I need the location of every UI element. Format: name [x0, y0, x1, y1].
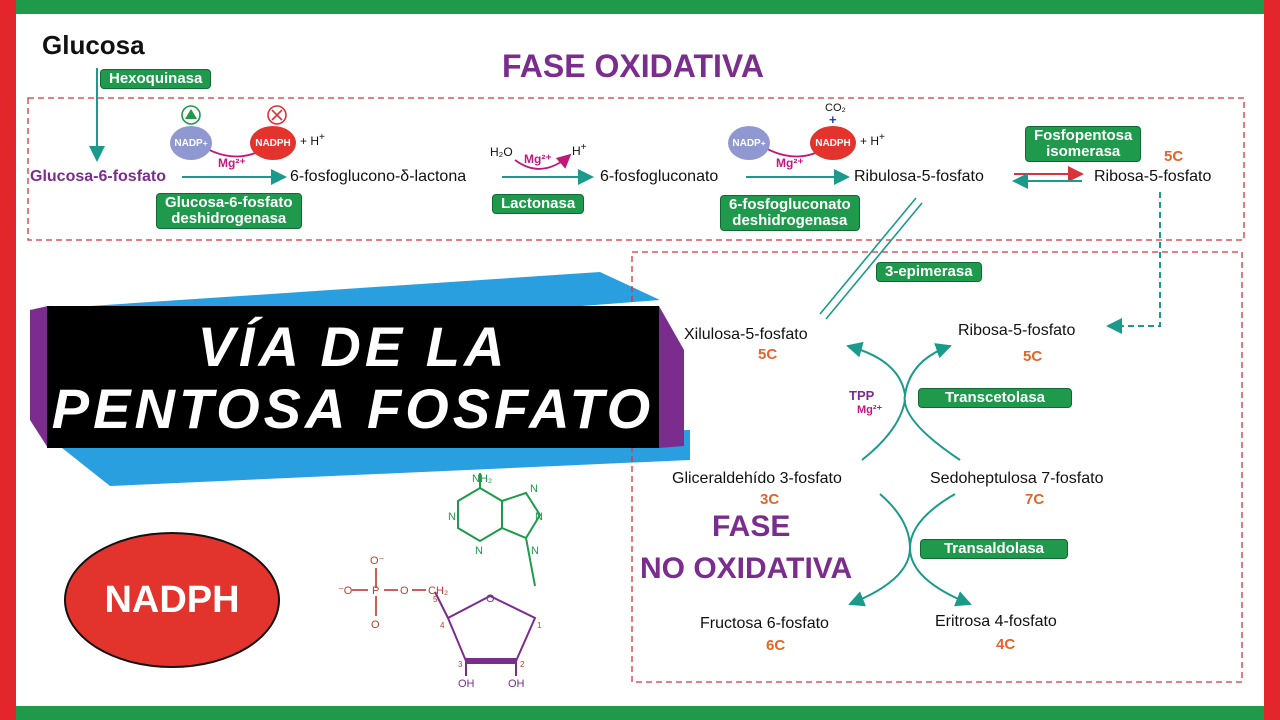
r5p-top-label: Ribosa-5-fosfato — [1094, 168, 1212, 185]
green-up-icon — [181, 105, 201, 125]
oh-text-1: OH — [458, 678, 475, 690]
pgd-line1: 6-fosfogluconato — [729, 196, 851, 213]
gluconato-label: 6-fosfogluconato — [600, 168, 719, 185]
o-text-1: O — [400, 585, 409, 597]
g3p-carbons: 3C — [760, 491, 780, 508]
hplus-label: H — [572, 144, 581, 158]
mg-2: Mg²⁺ — [524, 152, 552, 166]
transcetolasa-enzyme: Transcetolasa — [918, 388, 1072, 408]
g6pd-line2: deshidrogenasa — [171, 210, 287, 227]
g6p-label: Glucosa-6-fosfato — [30, 168, 167, 185]
fase-no-ox-line2: NO OXIDATIVA — [640, 552, 853, 585]
nadp-label: NADP — [174, 137, 203, 149]
h-label: + H — [300, 134, 320, 148]
nadph-label: NADPH — [255, 137, 291, 149]
o-minus-left-text: ⁻O — [338, 585, 353, 597]
s7p-label: Sedoheptulosa 7-fosfato — [930, 470, 1104, 487]
nadph-molecule-1: NADPH — [250, 126, 296, 160]
c3-text: 3 — [458, 660, 463, 669]
isomerasa-line2: isomerasa — [1046, 143, 1121, 160]
nadph-badge: NADPH — [64, 532, 280, 668]
hplus-2: H+ — [572, 142, 587, 158]
nadp-molecule-1: NADP+ — [170, 126, 212, 160]
hplus-3: + H+ — [860, 132, 885, 148]
o-bottom-text: O — [371, 619, 380, 631]
g6pd-line1: Glucosa-6-fosfato — [165, 194, 293, 211]
n-text-2: N — [475, 545, 483, 557]
ring-o-text: O — [486, 593, 495, 605]
right-red-band — [1264, 0, 1280, 720]
hplus-1: + H+ — [300, 132, 325, 148]
xu5p-label: Xilulosa-5-fosfato — [684, 326, 808, 343]
mg-3: Mg²⁺ — [776, 156, 804, 170]
c1-text: 1 — [537, 621, 542, 630]
p-text: P — [372, 585, 379, 597]
lactonasa-enzyme: Lactonasa — [492, 194, 585, 214]
title-line1: VÍA DE LA — [197, 315, 509, 378]
hexoquinasa-enzyme: Hexoquinasa — [100, 69, 212, 89]
n-text-1: N — [448, 511, 456, 523]
lactona-label: 6-fosfoglucono-δ-lactona — [290, 168, 467, 185]
nadph-label: NADPH — [815, 137, 851, 149]
c2-text: 2 — [520, 660, 525, 669]
top-green-band — [0, 0, 1280, 14]
tpp-mg-label: Mg²⁺ — [857, 404, 883, 416]
c4-text: 4 — [440, 621, 445, 630]
nadph-molecule-2: NADPH — [810, 126, 856, 160]
e4p-label: Eritrosa 4-fosfato — [935, 613, 1057, 630]
title-box: VÍA DE LA PENTOSA FOSFATO — [47, 306, 659, 448]
e4p-carbons: 4C — [996, 636, 1016, 653]
pgd-enzyme: 6-fosfogluconato deshidrogenasa — [720, 195, 860, 231]
g6pd-enzyme: Glucosa-6-fosfato deshidrogenasa — [156, 193, 302, 229]
co2-plus: + — [829, 112, 837, 127]
epimerasa-enzyme: 3-epimerasa — [876, 262, 982, 282]
isomerasa-line1: Fosfopentosa — [1034, 127, 1133, 144]
ch2-text: CH₂ — [428, 585, 448, 597]
o-minus-top-text: O⁻ — [370, 555, 385, 567]
isomerasa-enzyme: Fosfopentosa isomerasa — [1025, 126, 1142, 162]
tpp-label: TPP — [849, 388, 875, 403]
n-text-5: N — [531, 545, 539, 557]
s7p-carbons: 7C — [1025, 491, 1045, 508]
nadph-badge-label: NADPH — [104, 578, 240, 621]
title-line2: PENTOSA FOSFATO — [51, 377, 655, 440]
nadp-sup: + — [202, 138, 208, 148]
r5p-label: Ribosa-5-fosfato — [958, 322, 1076, 339]
f6p-label: Fructosa 6-fosfato — [700, 615, 829, 632]
bottom-green-band — [0, 706, 1280, 720]
left-red-band — [0, 0, 16, 720]
n-text-4: N — [530, 483, 538, 495]
co2-label: CO₂ — [825, 102, 846, 114]
ru5p-label: Ribulosa-5-fosfato — [854, 168, 984, 185]
nh2-text: NH₂ — [472, 473, 492, 485]
r5p-carbons: 5C — [1023, 348, 1043, 365]
nadp-sup: + — [760, 138, 766, 148]
n-text-3: N — [535, 511, 543, 523]
h-sup: + — [879, 132, 885, 143]
nadp-label: NADP — [732, 137, 761, 149]
transaldolasa-enzyme: Transaldolasa — [920, 539, 1068, 559]
r5p-top-carbons: 5C — [1164, 148, 1184, 165]
glucosa-label: Glucosa — [42, 30, 145, 60]
h-label: + H — [860, 134, 880, 148]
pgd-line2: deshidrogenasa — [732, 212, 848, 229]
xu5p-carbons: 5C — [758, 346, 778, 363]
c5-text: 5 — [433, 595, 438, 604]
fase-no-ox-line1: FASE — [712, 510, 791, 543]
hplus-sup: + — [580, 142, 587, 153]
oh-text-2: OH — [508, 678, 525, 690]
nadp-molecule-2: NADP+ — [728, 126, 770, 160]
fase-oxidativa-label: FASE OXIDATIVA — [502, 48, 764, 84]
g3p-label: Gliceraldehído 3-fosfato — [672, 470, 842, 487]
h2o-label: H₂O — [490, 145, 513, 159]
h-sup: + — [319, 132, 325, 143]
f6p-carbons: 6C — [766, 637, 786, 654]
mg-1: Mg²⁺ — [218, 156, 246, 170]
molecule-structure: NH₂ N N N N N O⁻ ⁻O P O O CH₂ O OH OH 5 … — [338, 473, 543, 690]
red-x-icon — [267, 105, 287, 125]
